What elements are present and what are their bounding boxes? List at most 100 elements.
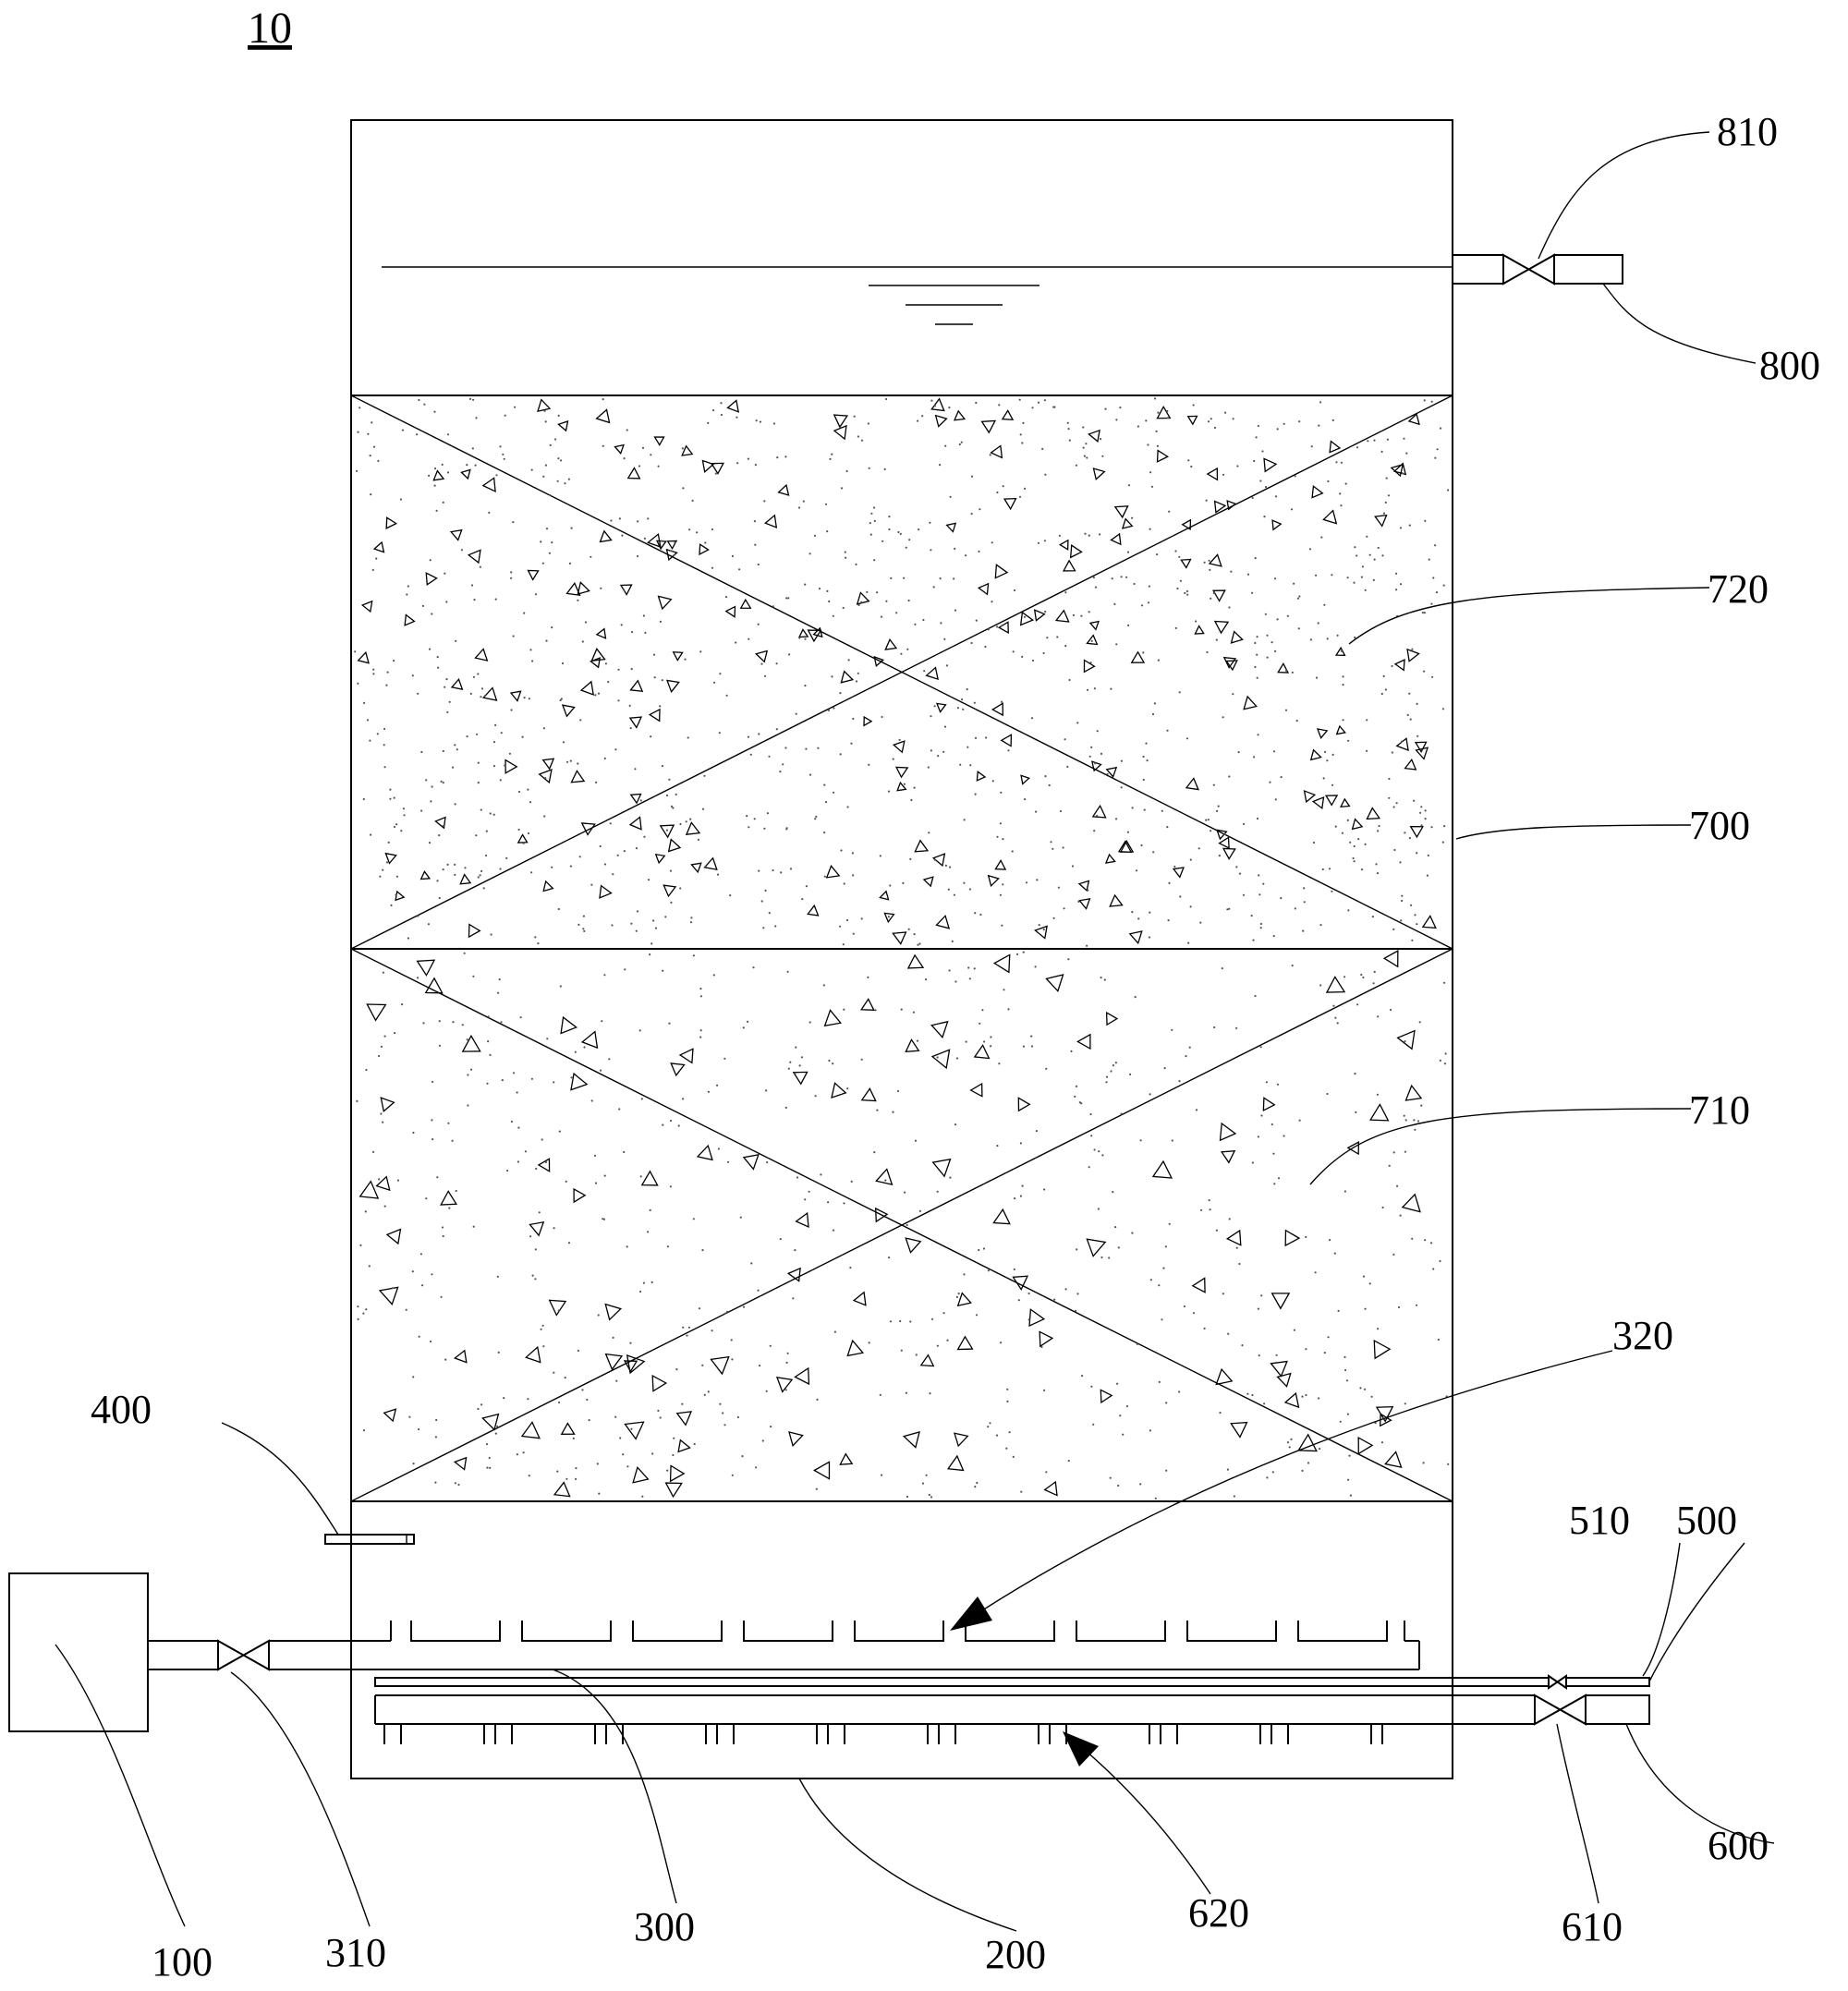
media-grain <box>764 674 767 677</box>
media-grain <box>954 980 957 983</box>
media-grain <box>510 1120 514 1123</box>
media-grain <box>1189 858 1192 861</box>
media-particle <box>467 549 481 565</box>
media-grain <box>1376 1093 1379 1096</box>
media-particle <box>450 677 464 691</box>
media-grain <box>499 868 502 870</box>
media-particle <box>925 666 939 681</box>
media-grain <box>750 1262 753 1265</box>
media-grain <box>466 735 468 738</box>
media-grain <box>1125 576 1128 578</box>
media-grain <box>1166 826 1169 829</box>
media-grain <box>808 1021 811 1024</box>
media-grain <box>1115 818 1118 820</box>
media-grain <box>497 991 500 994</box>
media-grain <box>1416 702 1418 706</box>
media-grain <box>839 753 842 756</box>
media-grain <box>675 793 677 796</box>
media-particle <box>852 1291 867 1306</box>
media-particle <box>542 880 554 892</box>
media-particle <box>1309 748 1322 761</box>
media-grain <box>1210 418 1212 420</box>
media-grain <box>1366 719 1368 722</box>
media-grain <box>641 1495 644 1498</box>
media-grain <box>707 1090 711 1093</box>
media-grain <box>530 468 533 471</box>
media-particle <box>831 1082 847 1099</box>
media-grain <box>1093 830 1096 832</box>
media-grain <box>699 650 702 653</box>
media-grain <box>1385 477 1388 480</box>
media-grain <box>435 1418 438 1422</box>
media-grain <box>953 577 955 580</box>
media-grain <box>899 1319 902 1323</box>
media-grain <box>954 547 956 551</box>
media-grain <box>1007 1008 1010 1011</box>
media-grain <box>1390 1008 1392 1012</box>
media-particle <box>664 1482 683 1499</box>
media-grain <box>1090 639 1093 643</box>
media-grain <box>1090 1385 1093 1388</box>
media-grain <box>787 597 790 600</box>
media-grain <box>1195 1109 1198 1111</box>
media-grain <box>466 1038 468 1041</box>
media-grain <box>1115 643 1118 646</box>
media-grain <box>1342 684 1344 686</box>
media-grain <box>1259 480 1262 482</box>
media-grain <box>857 672 859 674</box>
media-grain <box>1171 1139 1173 1142</box>
media-grain <box>1416 734 1419 737</box>
media-grain <box>486 1466 489 1469</box>
media-particle <box>529 1220 545 1237</box>
media-grain <box>1238 872 1242 875</box>
media-grain <box>618 517 622 520</box>
media-grain <box>1257 734 1259 736</box>
media-grain <box>542 475 545 478</box>
media-grain <box>521 735 524 738</box>
media-particle <box>1316 728 1329 739</box>
media-grain <box>602 398 604 401</box>
nozzle-620 <box>1176 1723 1261 1744</box>
media-grain <box>1305 1235 1307 1238</box>
media-particle <box>823 1009 843 1027</box>
nozzle-320 <box>632 1621 723 1642</box>
media-grain <box>395 875 398 878</box>
media-grain <box>1006 1388 1009 1390</box>
media-grain <box>736 1415 740 1419</box>
media-grain <box>785 597 788 600</box>
media-grain <box>1420 824 1423 827</box>
media-grain <box>383 1035 386 1038</box>
media-grain <box>704 865 707 868</box>
media-grain <box>1092 1423 1095 1426</box>
media-grain <box>584 621 588 624</box>
media-particle <box>1104 853 1116 864</box>
media-grain <box>922 618 925 622</box>
media-grain <box>1018 495 1022 498</box>
media-layer-720 <box>350 395 1453 950</box>
media-grain <box>395 893 397 896</box>
media-grain <box>1303 901 1306 904</box>
media-grain <box>827 1201 830 1204</box>
media-grain <box>393 825 396 829</box>
media-grain <box>428 648 432 650</box>
media-grain <box>699 1036 702 1038</box>
water-level-symbol <box>382 266 1453 325</box>
media-grain <box>1043 540 1046 542</box>
media-particle <box>681 444 694 456</box>
media-particle <box>1374 514 1388 528</box>
media-grain <box>1030 1045 1034 1048</box>
media-grain <box>942 1312 945 1315</box>
media-grain <box>471 398 475 401</box>
media-grain <box>1273 1183 1276 1185</box>
media-grain <box>1399 861 1402 864</box>
media-grain <box>650 942 653 945</box>
media-grain <box>433 484 436 487</box>
media-particle <box>922 876 934 888</box>
media-grain <box>915 1354 918 1356</box>
media-grain <box>1340 650 1343 652</box>
nozzle-320 <box>521 1621 612 1642</box>
media-particle <box>1109 893 1124 907</box>
media-grain <box>512 521 515 524</box>
media-grain <box>1023 615 1027 618</box>
media-grain <box>534 593 538 596</box>
